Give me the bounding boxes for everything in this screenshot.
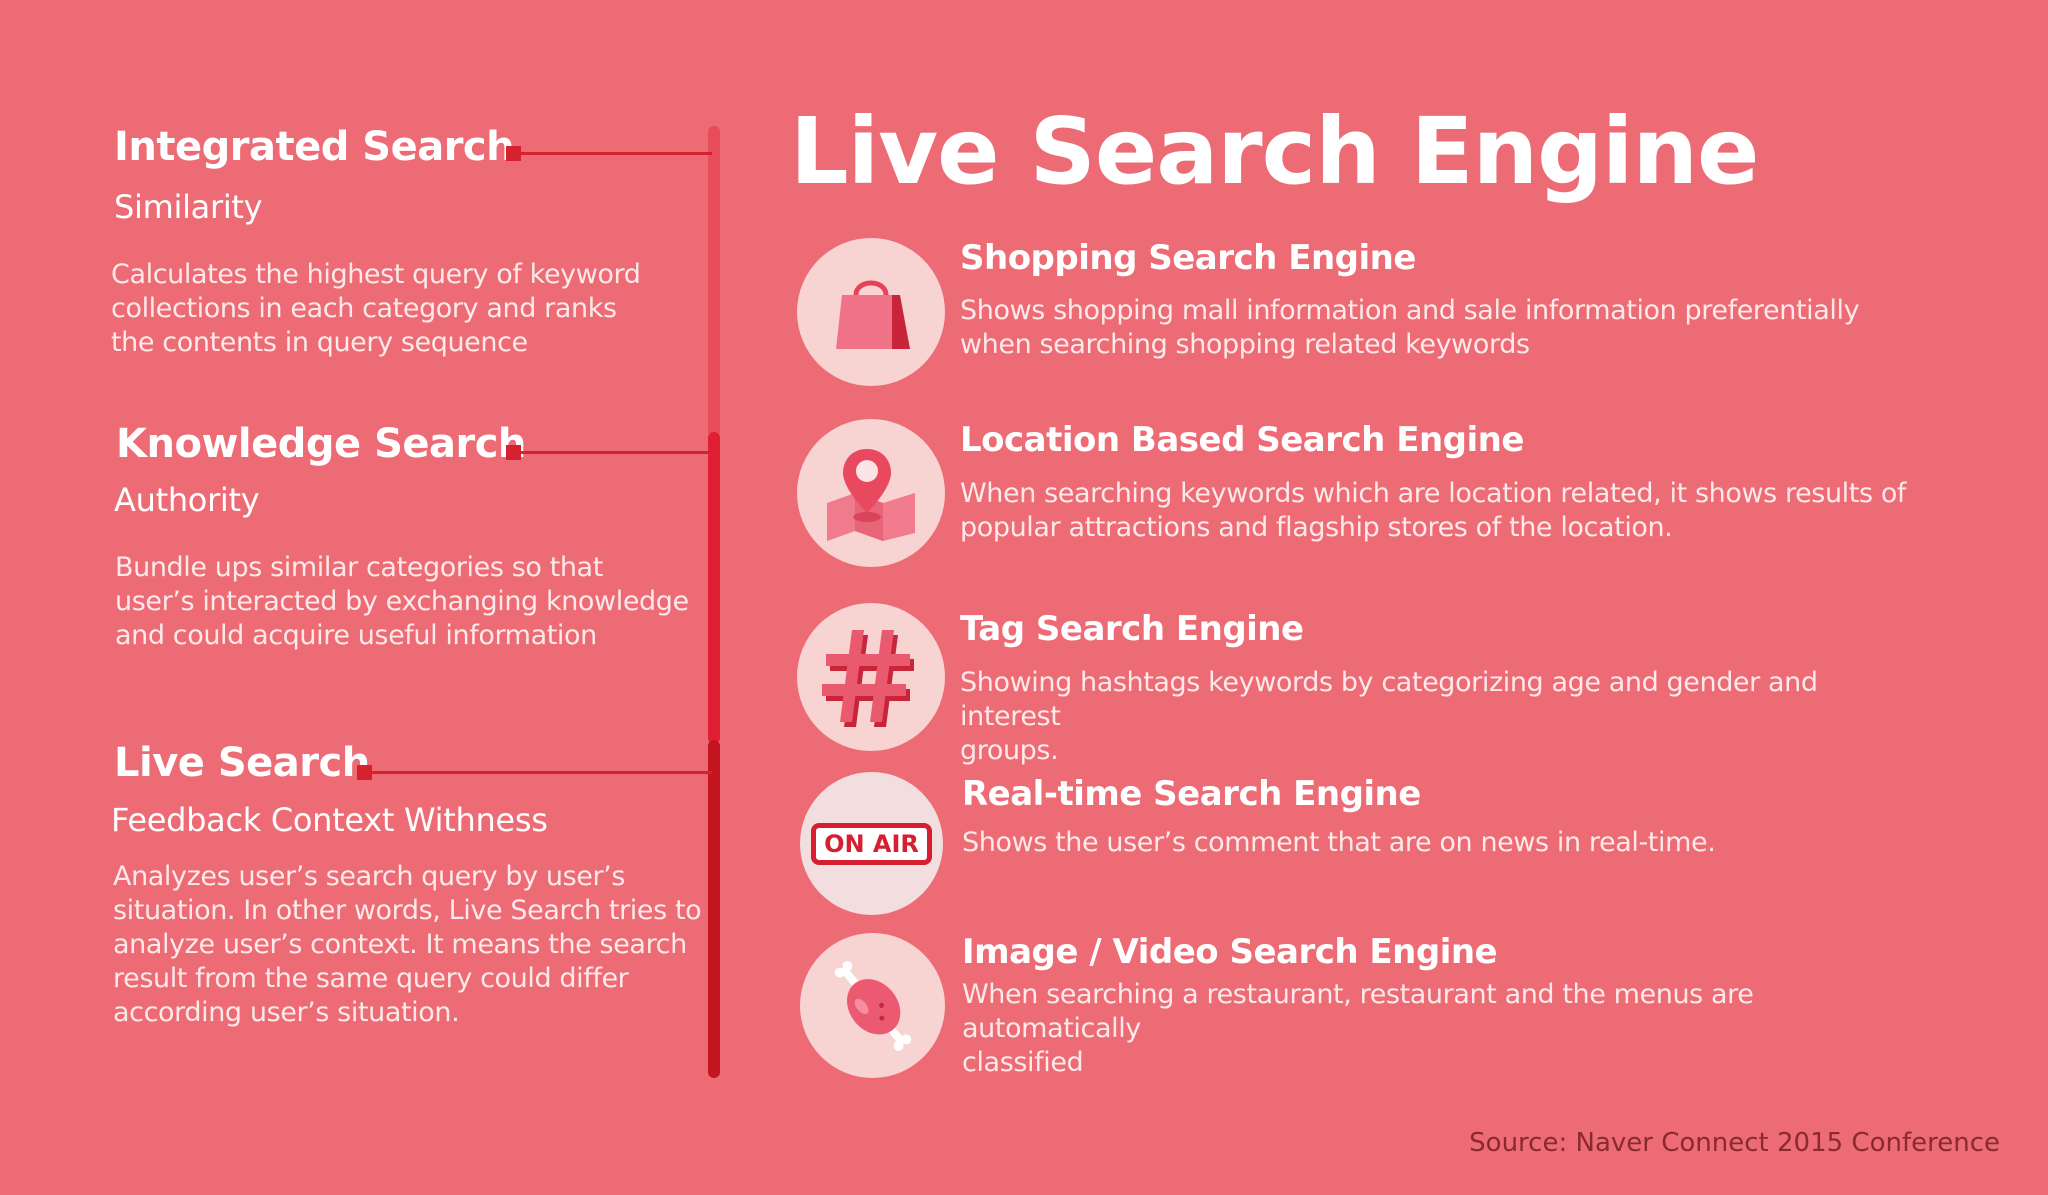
- section-subtitle: Feedback Context Withness: [111, 801, 548, 839]
- description-line: when searching shopping related keywords: [960, 329, 1530, 360]
- description-line: user’s interacted by exchanging knowledg…: [115, 586, 689, 617]
- description-line: Shows shopping mall information and sale…: [960, 295, 1860, 326]
- section-description: Bundle ups similar categories so that us…: [115, 551, 689, 653]
- section-title-live-search: Live Search: [114, 740, 370, 786]
- section-connector: [371, 771, 712, 774]
- description-line: Analyzes user’s search query by user’s: [113, 861, 625, 892]
- engine-description: When searching keywords which are locati…: [960, 477, 1920, 545]
- description-line: and could acquire useful information: [115, 620, 597, 651]
- section-subtitle: Authority: [114, 481, 260, 519]
- section-marker: [357, 765, 372, 780]
- description-line: Calculates the highest query of keyword: [111, 259, 641, 290]
- description-line: result from the same query could differ: [113, 963, 629, 994]
- description-line: Showing hashtags keywords by categorizin…: [960, 667, 1818, 732]
- section-marker: [506, 146, 521, 161]
- engine-description: Shows shopping mall information and sale…: [960, 294, 1920, 362]
- engine-description: Showing hashtags keywords by categorizin…: [960, 666, 1920, 768]
- description-line: groups.: [960, 735, 1059, 766]
- description-line: When searching keywords which are locati…: [960, 478, 1907, 509]
- engine-title: Shopping Search Engine: [960, 238, 1416, 278]
- engine-title: Tag Search Engine: [960, 609, 1304, 649]
- section-subtitle: Similarity: [114, 188, 263, 226]
- section-marker: [506, 445, 521, 460]
- section-connector: [520, 451, 712, 454]
- timeline-segment-3: [708, 740, 720, 1078]
- description-line: popular attractions and flagship stores …: [960, 512, 1673, 543]
- engine-description: When searching a restaurant, restaurant …: [962, 978, 1922, 1080]
- shopping-bag-icon: [797, 238, 945, 386]
- page-title: Live Search Engine: [790, 98, 1759, 205]
- section-title-knowledge-search: Knowledge Search: [116, 421, 526, 467]
- description-line: classified: [962, 1047, 1084, 1078]
- engine-title: Image / Video Search Engine: [962, 932, 1498, 972]
- section-description: Calculates the highest query of keyword …: [111, 258, 641, 360]
- description-line: the contents in query sequence: [111, 327, 528, 358]
- section-title-integrated-search: Integrated Search: [114, 124, 515, 170]
- description-line: Shows the user’s comment that are on new…: [962, 827, 1716, 858]
- description-line: analyze user’s context. It means the sea…: [113, 929, 687, 960]
- engine-title: Real-time Search Engine: [962, 774, 1421, 814]
- description-line: according user’s situation.: [113, 997, 460, 1028]
- source-note: Source: Naver Connect 2015 Conference: [1469, 1128, 2000, 1158]
- on-air-label: ON AIR: [811, 822, 932, 865]
- timeline-segment-2: [708, 432, 720, 744]
- map-pin-icon: [797, 419, 945, 567]
- description-line: collections in each category and ranks: [111, 293, 617, 324]
- section-connector: [520, 152, 712, 155]
- hashtag-icon: [797, 603, 945, 751]
- description-line: situation. In other words, Live Search t…: [113, 895, 702, 926]
- description-line: When searching a restaurant, restaurant …: [962, 979, 1754, 1044]
- engine-description: Shows the user’s comment that are on new…: [962, 826, 1922, 860]
- meat-icon: [800, 933, 945, 1078]
- description-line: Bundle ups similar categories so that: [115, 552, 603, 583]
- on-air-icon: ON AIR: [800, 772, 943, 915]
- engine-title: Location Based Search Engine: [960, 420, 1524, 460]
- section-description: Analyzes user’s search query by user’s s…: [113, 860, 702, 1030]
- timeline-segment-1: [708, 126, 720, 438]
